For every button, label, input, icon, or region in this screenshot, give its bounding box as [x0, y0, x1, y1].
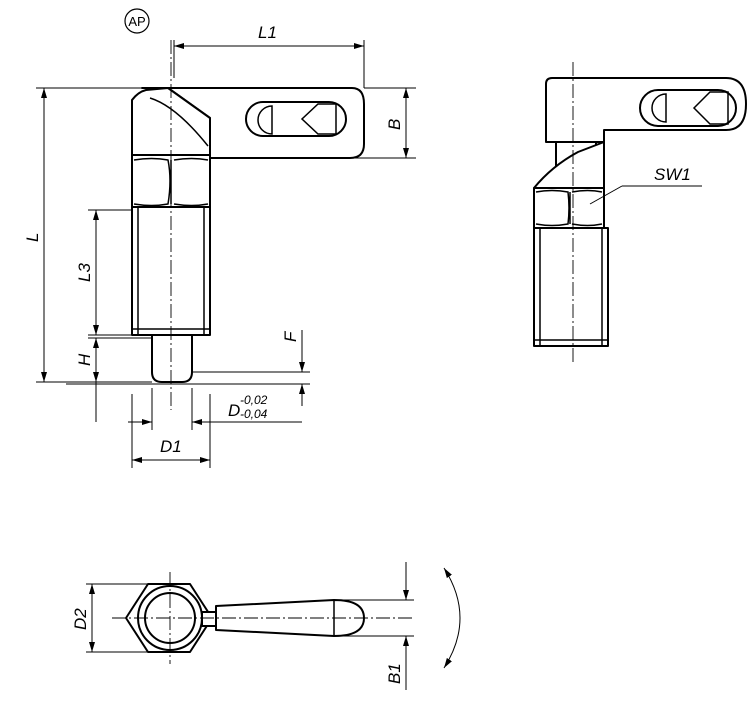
side-lever-slot [639, 89, 737, 127]
side-thread-body [533, 227, 609, 347]
front-view: L1 B L L3 H F D -0,02 -0,04 [23, 8, 416, 468]
hex-chamfers [133, 157, 209, 207]
dim-D-label: D [228, 401, 240, 420]
dim-F-label: F [281, 330, 300, 342]
dim-H-label: H [75, 353, 94, 366]
dim-D2-label: D2 [71, 608, 90, 630]
front-cam-body [131, 87, 211, 156]
sw1-label: SW1 [654, 165, 691, 184]
sw1-leader [589, 185, 623, 205]
dim-D-upper-tolerance: -0,02 [240, 393, 268, 407]
front-plunger-pin [151, 334, 193, 383]
dim-B-label: B [385, 119, 404, 130]
slot-chevron [300, 103, 337, 135]
side-cam-body [533, 141, 605, 189]
dim-D-lower-tolerance: -0,04 [240, 407, 268, 421]
dim-L1-label: L1 [258, 23, 277, 42]
dim-D1-label: D1 [160, 437, 182, 456]
ap-badge-label: AP [128, 14, 145, 29]
side-slot-chevron [692, 91, 729, 125]
dim-L3-label: L3 [75, 263, 94, 282]
dim-L-label: L [23, 233, 42, 242]
rotation-arrow-arc [443, 567, 461, 669]
ap-badge-circle [124, 8, 150, 34]
side-view: SW1 [533, 62, 747, 362]
lever-slot [245, 101, 347, 137]
slot-half-circle [257, 105, 273, 135]
dim-B1-label: B1 [385, 663, 404, 684]
top-view: D2 B1 [71, 562, 461, 690]
side-slot-half-circle [651, 93, 667, 123]
cam-helix-line [149, 97, 209, 147]
